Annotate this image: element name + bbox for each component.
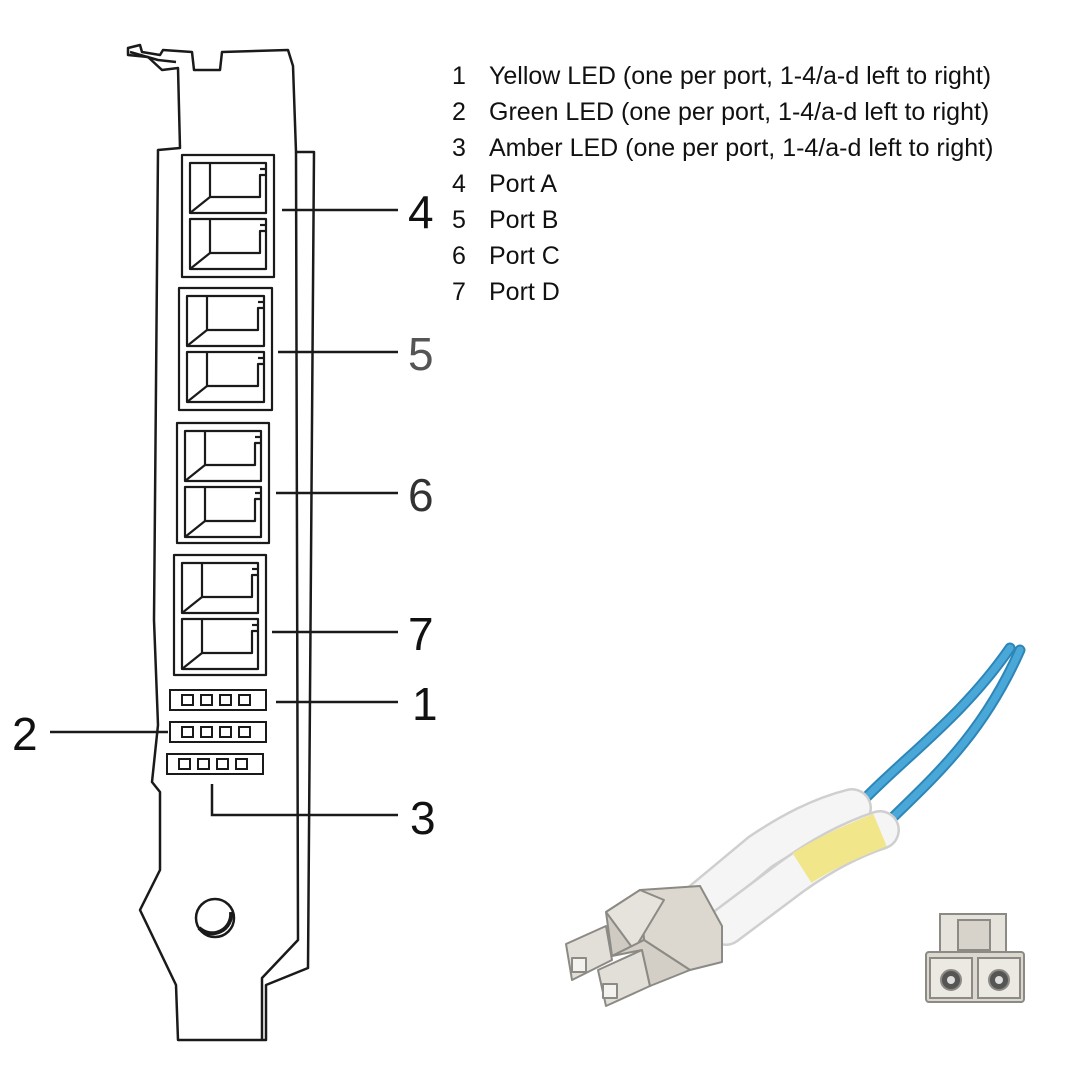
- port-d-cage: [172, 553, 268, 677]
- led: [197, 758, 210, 770]
- lc-latch: [605, 889, 665, 951]
- legend-number: 2: [452, 98, 466, 126]
- bracket-tab: [129, 50, 177, 64]
- led: [178, 758, 191, 770]
- bracket-outline: [126, 43, 316, 1042]
- led-rows: [166, 689, 267, 775]
- lc-fiber-cable: [565, 642, 1026, 1007]
- legend-number: 3: [452, 134, 466, 162]
- led: [219, 694, 232, 706]
- lc-slot: [180, 561, 260, 615]
- lc-connector: [565, 885, 723, 1007]
- callout-2: 2: [12, 708, 38, 760]
- led: [238, 726, 251, 738]
- legend-text: Green LED (one per port, 1-4/a-d left to…: [489, 98, 990, 126]
- lc-slot: [183, 485, 263, 539]
- port-b-cage: [177, 286, 274, 412]
- led: [238, 694, 251, 706]
- lc-slot: [188, 217, 268, 271]
- bracket-inner-edge: [260, 151, 300, 1040]
- legend-text: Amber LED (one per port, 1-4/a-d left to…: [489, 134, 994, 162]
- fiber-yellow-band: [792, 813, 887, 883]
- legend-row: 7 Port D: [452, 274, 993, 310]
- callout-7: 7: [408, 608, 434, 660]
- callout-1: 1: [412, 678, 438, 730]
- led: [235, 758, 248, 770]
- lc-slot: [185, 350, 266, 404]
- legend: 1 Yellow LED (one per port, 1-4/a-d left …: [452, 58, 993, 310]
- legend-row: 6 Port C: [452, 238, 993, 274]
- callout-leaders: [50, 208, 398, 817]
- legend-text: Yellow LED (one per port, 1-4/a-d left t…: [489, 62, 992, 90]
- legend-text: Port B: [489, 206, 559, 234]
- legend-row: 4 Port A: [452, 166, 993, 202]
- led: [200, 726, 213, 738]
- legend-number: 1: [452, 62, 466, 90]
- legend-row: 2 Green LED (one per port, 1-4/a-d left t…: [452, 94, 993, 130]
- bracket: [126, 43, 316, 1042]
- legend-text: Port D: [489, 278, 560, 306]
- legend-text: Port C: [489, 242, 560, 270]
- legend-text: Port A: [489, 170, 558, 198]
- port-cages: [172, 153, 276, 677]
- lc-slot: [188, 161, 268, 215]
- led: [216, 758, 229, 770]
- legend-number: 4: [452, 170, 466, 198]
- legend-row: 1 Yellow LED (one per port, 1-4/a-d left …: [452, 58, 993, 94]
- screw-hole: [194, 897, 236, 939]
- legend-number: 6: [452, 242, 466, 270]
- fiber-strand-2: [872, 644, 1026, 838]
- leader-amber-led: [210, 784, 398, 817]
- led: [200, 694, 213, 706]
- legend-number: 7: [452, 278, 466, 306]
- amber-led-row: [166, 753, 264, 775]
- lc-slot: [183, 429, 263, 483]
- lc-slot: [185, 294, 266, 348]
- callout-4: 4: [408, 186, 434, 238]
- legend-row: 5 Port B: [452, 202, 993, 238]
- led: [181, 694, 194, 706]
- legend-row: 3 Amber LED (one per port, 1-4/a-d left t…: [452, 130, 993, 166]
- callout-6: 6: [408, 469, 434, 521]
- callout-5: 5: [408, 328, 434, 380]
- led: [181, 726, 194, 738]
- lc-receptacle: [925, 913, 1025, 1003]
- legend-number: 5: [452, 206, 466, 234]
- lc-slot: [180, 617, 260, 671]
- port-a-cage: [180, 153, 276, 279]
- green-led-row: [169, 721, 267, 743]
- led: [219, 726, 232, 738]
- port-c-cage: [175, 421, 271, 545]
- callout-3: 3: [410, 792, 436, 844]
- yellow-led-row: [169, 689, 267, 711]
- callout-numbers: 4 5 6 7 1 2 3: [12, 186, 438, 844]
